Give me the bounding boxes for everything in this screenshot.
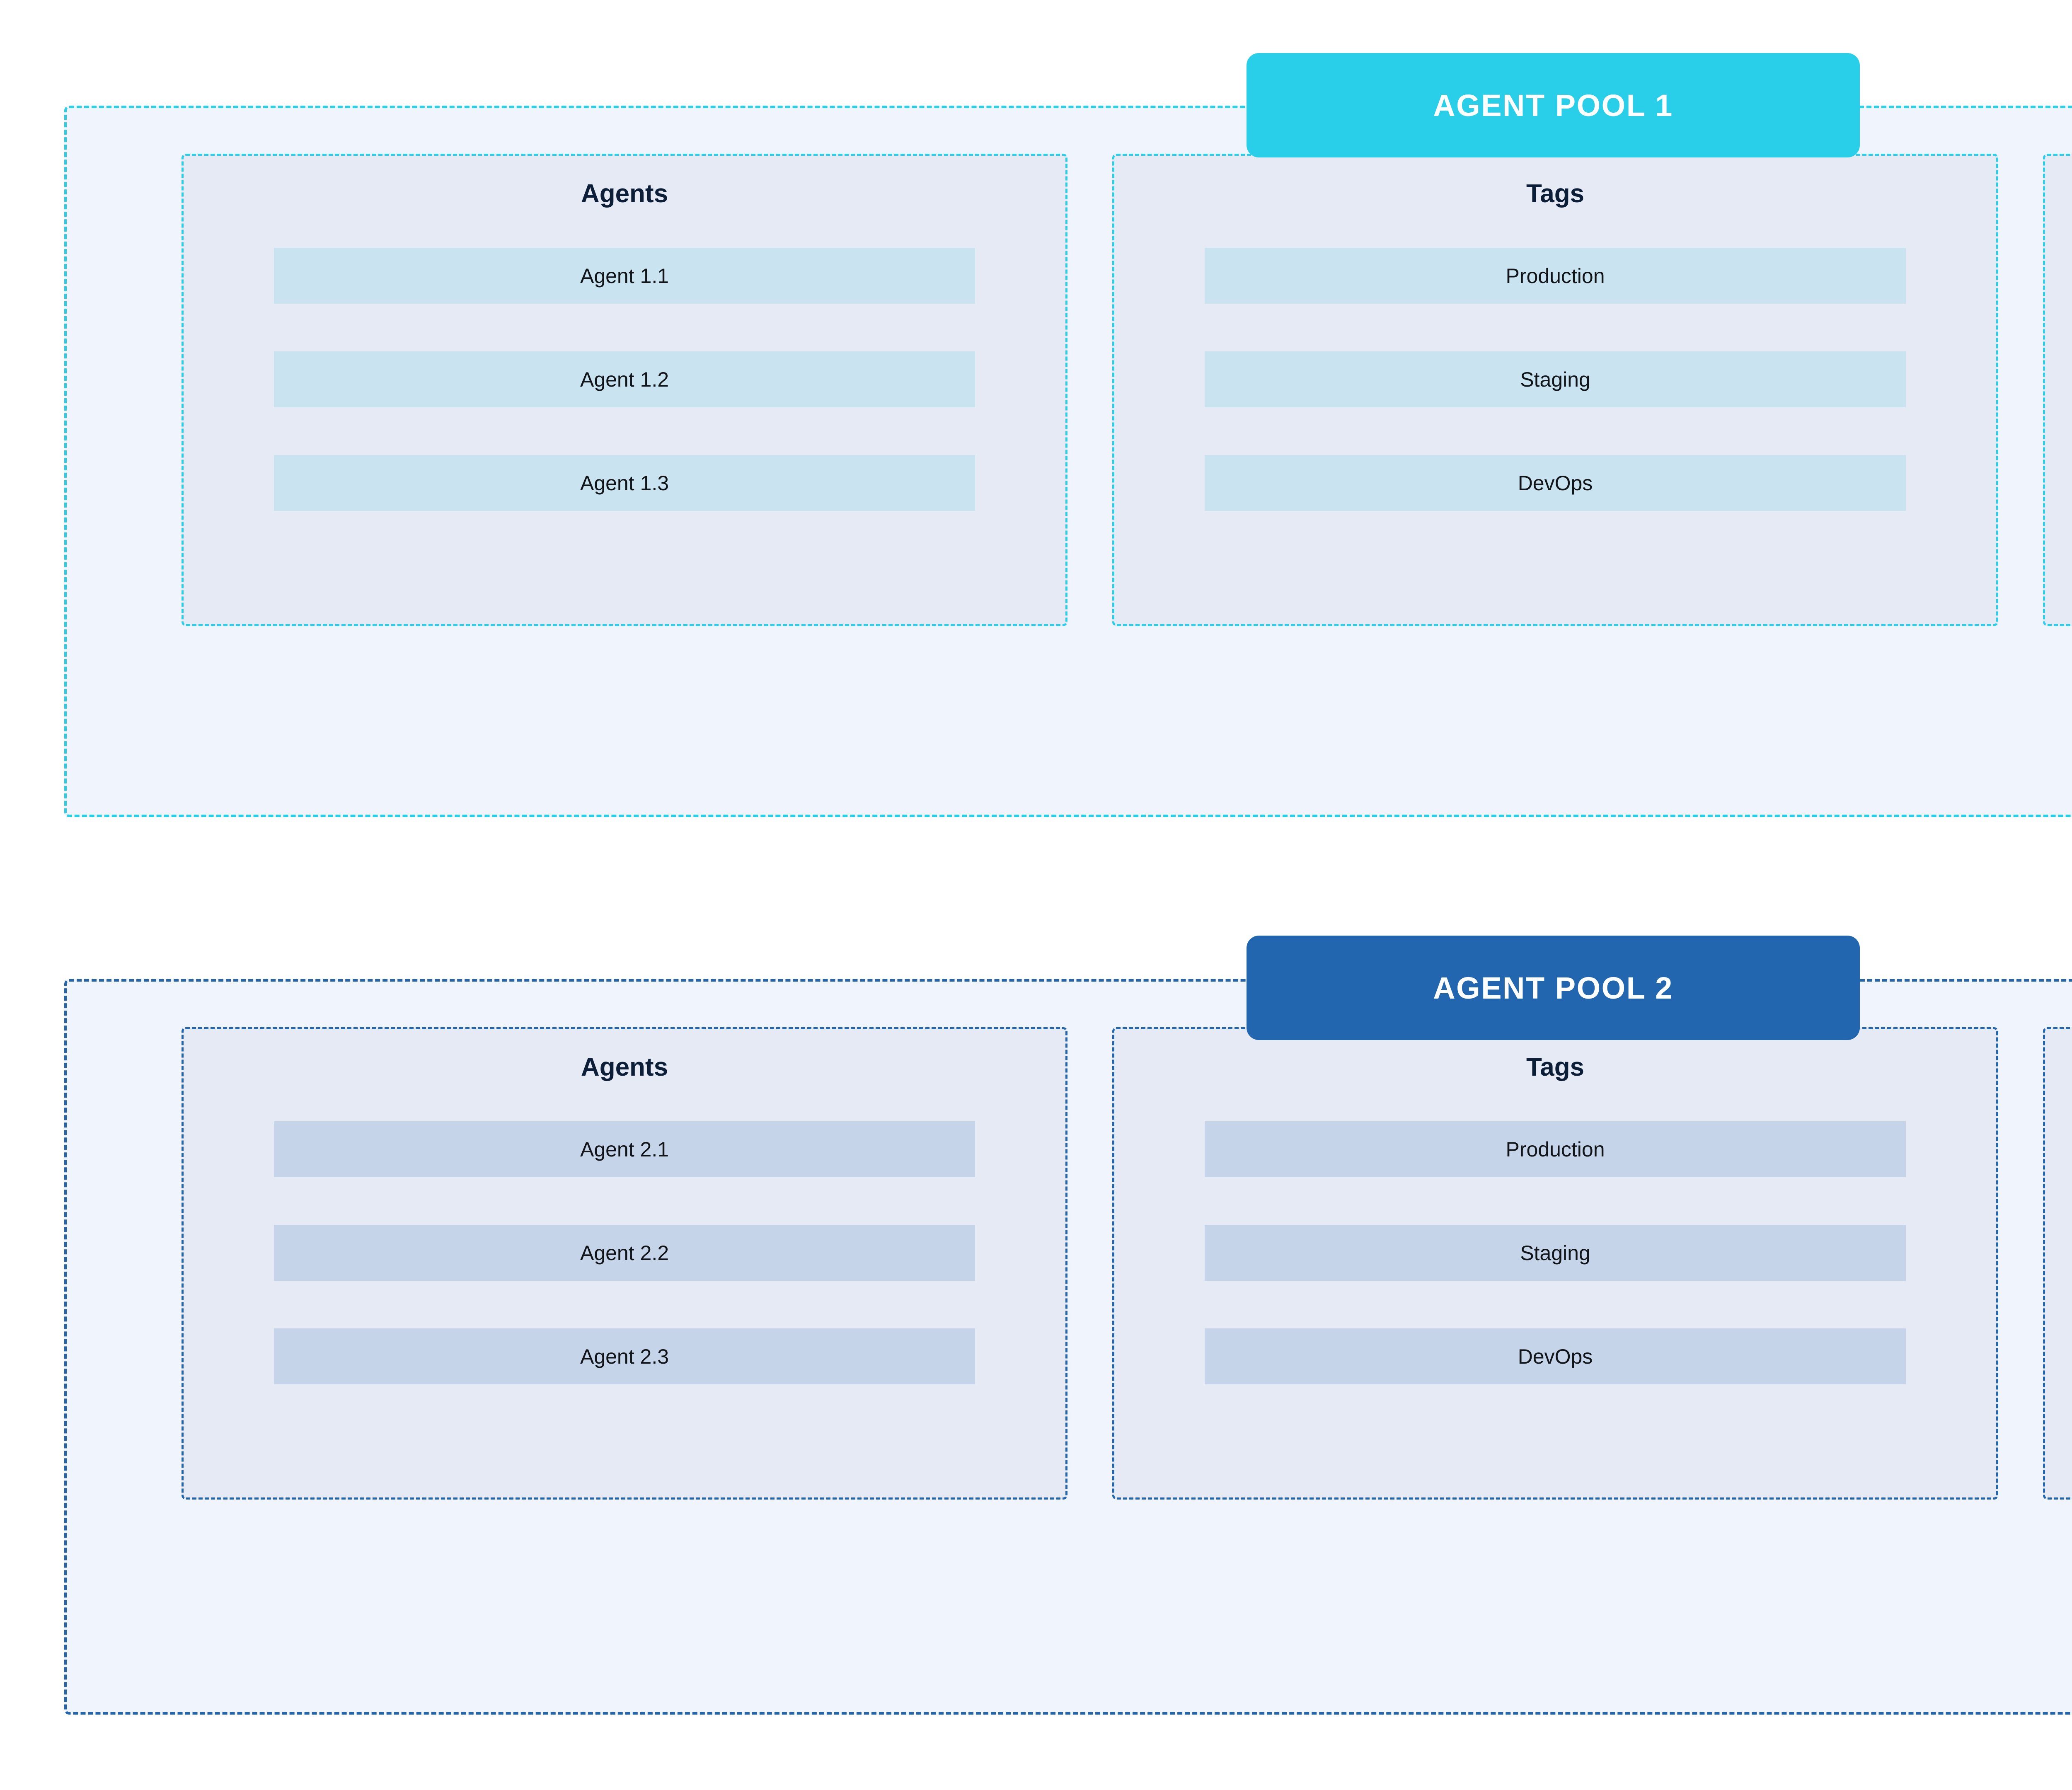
pool-1-panel-agents: Agents Agent 1.1 Agent 1.2 Agent 1.3 xyxy=(182,154,1067,626)
list-item[interactable]: Staging xyxy=(1205,1225,1906,1281)
agent-pool-1-badge-label: AGENT POOL 1 xyxy=(1433,88,1673,123)
panel-item-list: Production & Staging Staging & Agent 2.1 xyxy=(2045,1121,2072,1281)
list-item[interactable]: Agent 1.3 xyxy=(274,455,975,511)
panel-item-list: Production Staging DevOps xyxy=(1114,1121,1996,1385)
list-item[interactable]: Production xyxy=(1205,1121,1906,1178)
panel-title: Agents xyxy=(581,179,668,208)
agent-pool-2-badge: AGENT POOL 2 xyxy=(1247,936,1860,1040)
list-item[interactable]: Agent 1.2 xyxy=(274,351,975,408)
panel-title: Custom Sources xyxy=(2045,1053,2072,1081)
panel-item-list: Production & Staging Staging & Agent 1.1 xyxy=(2045,248,2072,407)
panel-title: Tags xyxy=(1526,1053,1585,1081)
agent-pool-1-badge: AGENT POOL 1 xyxy=(1247,53,1860,157)
list-item[interactable]: DevOps xyxy=(1205,455,1906,511)
pool-1-panel-custom-sources: Custom Sources Production & Staging Stag… xyxy=(2043,154,2072,626)
pool-2-panel-agents: Agents Agent 2.1 Agent 2.2 Agent 2.3 xyxy=(182,1027,1067,1500)
pool-2-panel-custom-sources: Custom Sources Production & Staging Stag… xyxy=(2043,1027,2072,1500)
list-item[interactable]: Staging xyxy=(1205,351,1906,408)
list-item[interactable]: Production xyxy=(1205,248,1906,304)
panel-item-list: Agent 1.1 Agent 1.2 Agent 1.3 xyxy=(184,248,1065,511)
panel-item-list: Agent 2.1 Agent 2.2 Agent 2.3 xyxy=(184,1121,1065,1385)
agent-pool-2-badge-label: AGENT POOL 2 xyxy=(1433,970,1673,1005)
agent-pool-1-container: Agents Agent 1.1 Agent 1.2 Agent 1.3 Tag… xyxy=(64,106,2072,817)
agent-pool-2-container: Agents Agent 2.1 Agent 2.2 Agent 2.3 Tag… xyxy=(64,979,2072,1715)
pool-1-panels-row: Agents Agent 1.1 Agent 1.2 Agent 1.3 Tag… xyxy=(182,154,2072,626)
pool-2-panel-tags: Tags Production Staging DevOps xyxy=(1112,1027,1998,1500)
list-item[interactable]: Agent 2.1 xyxy=(274,1121,975,1178)
list-item[interactable]: Agent 1.1 xyxy=(274,248,975,304)
pool-1-panel-tags: Tags Production Staging DevOps xyxy=(1112,154,1998,626)
pool-2-panels-row: Agents Agent 2.1 Agent 2.2 Agent 2.3 Tag… xyxy=(182,1027,2072,1500)
panel-title: Custom Sources xyxy=(2045,180,2072,208)
panel-title: Agents xyxy=(581,1053,668,1081)
panel-item-list: Production Staging DevOps xyxy=(1114,248,1996,511)
list-item[interactable]: DevOps xyxy=(1205,1328,1906,1385)
list-item[interactable]: Agent 2.3 xyxy=(274,1328,975,1385)
list-item[interactable]: Agent 2.2 xyxy=(274,1225,975,1281)
panel-title: Tags xyxy=(1526,179,1585,208)
